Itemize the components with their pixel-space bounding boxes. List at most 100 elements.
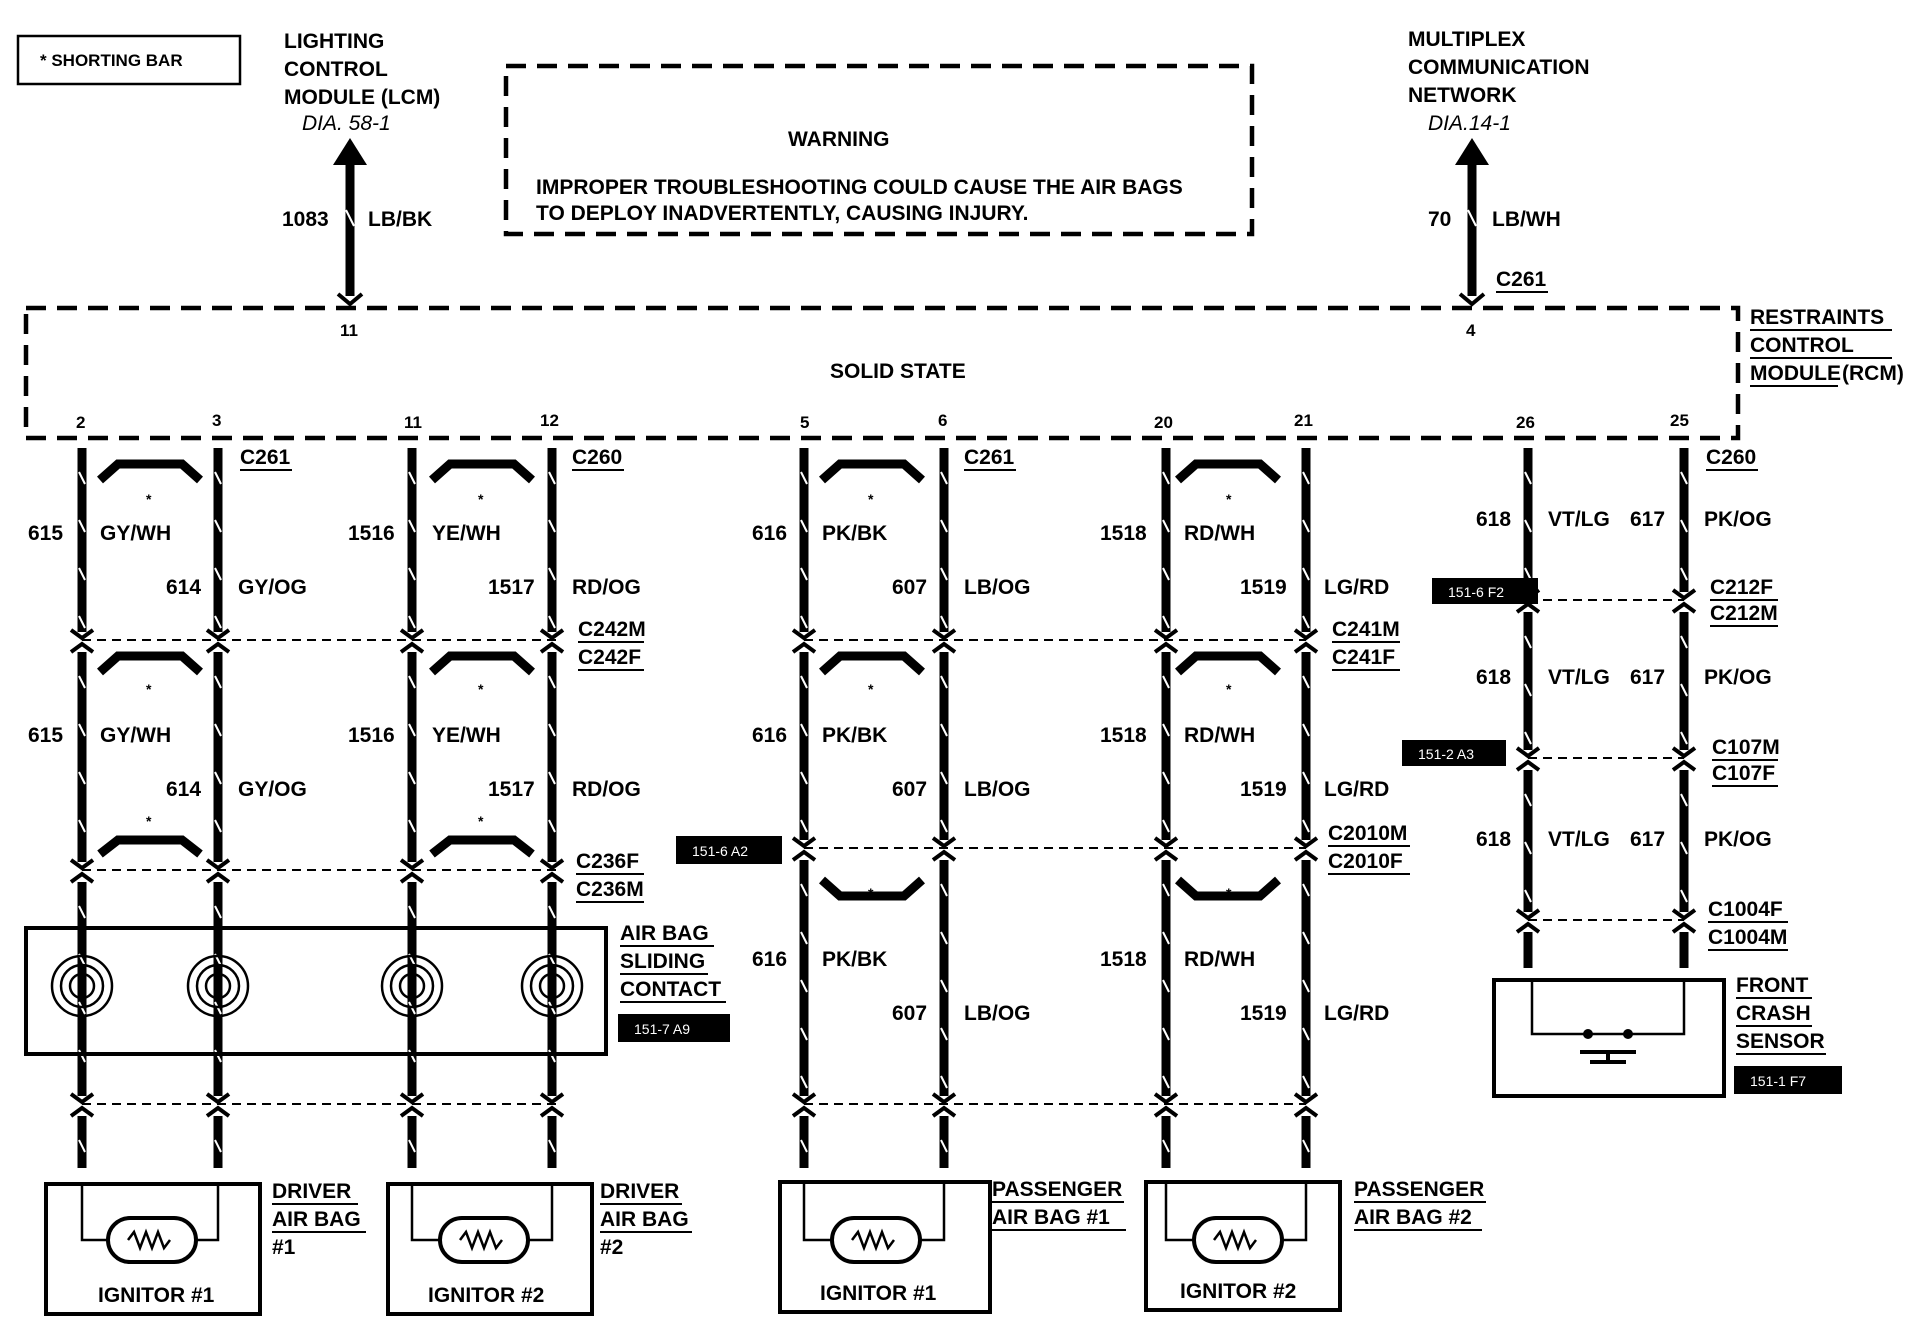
svg-text:VT/LG: VT/LG: [1548, 508, 1610, 531]
svg-text:*: *: [146, 491, 152, 507]
ignitor-label: IGNITOR #1: [98, 1284, 215, 1307]
mcn-arrow-icon: [1455, 138, 1489, 165]
wire-labels: 615 GY/WH 614 GY/OG 615 GY/WH 614 GY/OG …: [28, 508, 1772, 1025]
wire-tick-mark: [214, 519, 222, 533]
wire-tick-mark: [1524, 841, 1532, 855]
wire-tick-mark: [940, 519, 948, 533]
warning-line-2: TO DEPLOY INADVERTENTLY, CAUSING INJURY.: [536, 202, 1028, 225]
svg-text:1517: 1517: [488, 778, 535, 801]
rcm-label-line-2: CONTROL: [1750, 334, 1854, 357]
ignitor-resistor-icon: [830, 1216, 922, 1264]
connector-male-icon: [539, 641, 565, 654]
wire-tick-mark: [1162, 1139, 1170, 1153]
svg-text:LB/OG: LB/OG: [964, 1002, 1031, 1025]
connector-female-icon: [399, 628, 425, 641]
driver-air-bag-1-label-1: DRIVER: [272, 1180, 351, 1203]
rcm-pin-4-top: 4: [1466, 321, 1476, 340]
svg-text:RD/WH: RD/WH: [1184, 948, 1255, 971]
wire-70-number: 70: [1428, 208, 1451, 231]
svg-text:616: 616: [752, 522, 787, 545]
svg-text:151-6 A2: 151-6 A2: [692, 843, 748, 859]
mcn-label-line-1: MULTIPLEX: [1408, 28, 1525, 51]
svg-text:GY/WH: GY/WH: [100, 522, 171, 545]
connector-female-icon: [539, 628, 565, 641]
warning-line-1: IMPROPER TROUBLESHOOTING COULD CAUSE THE…: [536, 176, 1183, 199]
svg-text:617: 617: [1630, 666, 1665, 689]
svg-text:PK/BK: PK/BK: [822, 724, 887, 747]
shorting-bar-icon: [1175, 459, 1281, 484]
wire-tick-mark: [408, 471, 416, 485]
connector-female-icon: [931, 628, 957, 641]
connector-male-icon: [1293, 641, 1319, 654]
wire-tick-mark: [1524, 731, 1532, 745]
shorting-bars: [97, 459, 1281, 901]
shorting-bar-icon: [1175, 651, 1281, 676]
connector-female-icon: [1671, 908, 1697, 921]
mcn-label-line-2: COMMUNICATION: [1408, 56, 1590, 79]
svg-text:1516: 1516: [348, 724, 395, 747]
shorting-bar-icon: [429, 835, 535, 858]
connector-male-icon: [1293, 1105, 1319, 1118]
svg-text:*: *: [868, 885, 874, 901]
wire-tick-mark: [940, 471, 948, 485]
wire-group: [69, 448, 1697, 1168]
connector-female-icon: [1293, 836, 1319, 849]
wire-tick-mark: [78, 519, 86, 533]
ref-box: [618, 1014, 730, 1042]
svg-text:607: 607: [892, 1002, 927, 1025]
connector-female-icon: [1153, 836, 1179, 849]
rcm-pin-11-top: 11: [340, 321, 358, 340]
svg-text:*: *: [146, 813, 152, 829]
wire-tick-mark: [1680, 683, 1688, 697]
svg-text:1518: 1518: [1100, 724, 1147, 747]
connector-male-icon: [791, 1105, 817, 1118]
connector-c242f: C242F: [578, 646, 641, 669]
connector-male-icon: [69, 871, 95, 884]
wire-tick-mark: [940, 1075, 948, 1089]
connector-male-icon: [1293, 849, 1319, 862]
svg-text:*: *: [1226, 491, 1232, 507]
wire-tick-mark: [1680, 841, 1688, 855]
shorting-bar-icon: [429, 651, 535, 676]
wire-tick-mark: [1162, 931, 1170, 945]
svg-text:1519: 1519: [1240, 576, 1287, 599]
connector-female-icon: [1153, 628, 1179, 641]
connector-c261-top: C261: [1496, 268, 1547, 291]
svg-text:*: *: [478, 681, 484, 697]
connector-female-icon: [931, 836, 957, 849]
wire-tick-mark: [78, 615, 86, 629]
wire-tick-mark: [1302, 931, 1310, 945]
wire-tick-mark: [800, 1075, 808, 1089]
wire-tick-mark: [78, 771, 86, 785]
ref-box: [1734, 1066, 1842, 1094]
passenger-air-bag-2: IGNITOR #2 PASSENGER AIR BAG #2: [1144, 1178, 1486, 1312]
ignitor-resistor-icon: [438, 1216, 530, 1264]
wire-tick-mark: [940, 1027, 948, 1041]
wire-tick-mark: [800, 723, 808, 737]
connector-male-icon: [1515, 601, 1541, 614]
svg-text:607: 607: [892, 778, 927, 801]
wire-tick-mark: [214, 771, 222, 785]
wire-tick-mark: [1162, 567, 1170, 581]
wire-tick-mark: [1680, 471, 1688, 485]
svg-text:151-1 F7: 151-1 F7: [1750, 1073, 1806, 1089]
warning-box: [503, 63, 1255, 237]
connector-female-icon: [205, 628, 231, 641]
svg-text:617: 617: [1630, 508, 1665, 531]
wire-tick-mark: [800, 567, 808, 581]
rcm-pin-12: 12: [540, 411, 559, 430]
wire-tick-mark: [1162, 519, 1170, 533]
svg-text:1516: 1516: [348, 522, 395, 545]
connector-female-icon: [791, 1092, 817, 1105]
svg-text:GY/OG: GY/OG: [238, 576, 307, 599]
ref-box: [676, 836, 782, 864]
rcm-box: [23, 305, 1741, 441]
legend-shorting-bar: * SHORTING BAR: [40, 51, 183, 70]
ignitor-label: IGNITOR #2: [1180, 1280, 1296, 1303]
warning-title: WARNING: [788, 128, 890, 151]
connector-female-icon: [69, 628, 95, 641]
sensor-contact-icon: [1583, 1029, 1593, 1039]
driver-air-bag-2: IGNITOR #2 DRIVER AIR BAG #2: [386, 1180, 692, 1316]
connector-male-icon: [1515, 921, 1541, 934]
